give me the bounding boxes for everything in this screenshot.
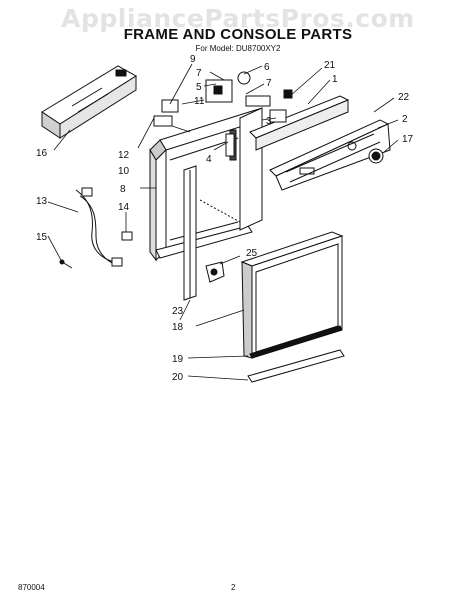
callout-7b: 7 [266, 78, 272, 89]
vent-assembly-part [41, 65, 137, 139]
watermark-text: AppliancePartsPros.com [61, 4, 415, 33]
callout-3: 3 [266, 116, 272, 127]
callout-6: 6 [264, 62, 270, 73]
bottom-trim-part [249, 325, 343, 359]
bracket-part [225, 133, 235, 157]
callout-19: 19 [172, 354, 184, 365]
callout-15: 15 [36, 232, 48, 243]
callout-5: 5 [196, 82, 202, 93]
callout-7a: 7 [196, 68, 202, 79]
callout-22: 22 [398, 92, 410, 103]
console-panel-part [249, 95, 391, 191]
screw-part [59, 259, 73, 269]
callout-labels: 9 5 6 7 7 11 21 1 22 2 17 3 4 12 10 8 13… [36, 54, 414, 383]
callout-23: 23 [172, 306, 184, 317]
knob-part [368, 148, 384, 164]
callout-13: 13 [36, 196, 48, 207]
page-number: 2 [231, 583, 236, 592]
clip-part [205, 261, 225, 283]
callout-18: 18 [172, 322, 184, 333]
door-panel-part [240, 231, 344, 359]
kick-plate-part [247, 349, 345, 383]
door-frame-part [149, 107, 263, 262]
document-code: 870004 [18, 583, 45, 592]
callout-14: 14 [118, 202, 130, 213]
plug-part [121, 231, 133, 241]
callout-4: 4 [206, 154, 212, 165]
callout-12: 12 [118, 150, 130, 161]
callout-21: 21 [324, 60, 336, 71]
side-trim-strip-part [183, 165, 197, 301]
callout-17: 17 [402, 134, 414, 145]
latch-assembly-part [153, 71, 293, 127]
callout-10: 10 [118, 166, 130, 177]
callout-16: 16 [36, 148, 48, 159]
callout-1: 1 [332, 74, 338, 85]
model-subtitle: For Model: DU8700XY2 [195, 44, 281, 53]
wire-harness-part [75, 187, 123, 267]
callout-25: 25 [246, 248, 258, 259]
page-title: FRAME AND CONSOLE PARTS [123, 26, 353, 43]
callout-8: 8 [120, 184, 126, 195]
callout-20: 20 [172, 372, 184, 383]
callout-9: 9 [190, 54, 196, 65]
leader-lines [47, 63, 399, 381]
callout-11: 11 [194, 96, 205, 107]
callout-2: 2 [402, 114, 408, 125]
